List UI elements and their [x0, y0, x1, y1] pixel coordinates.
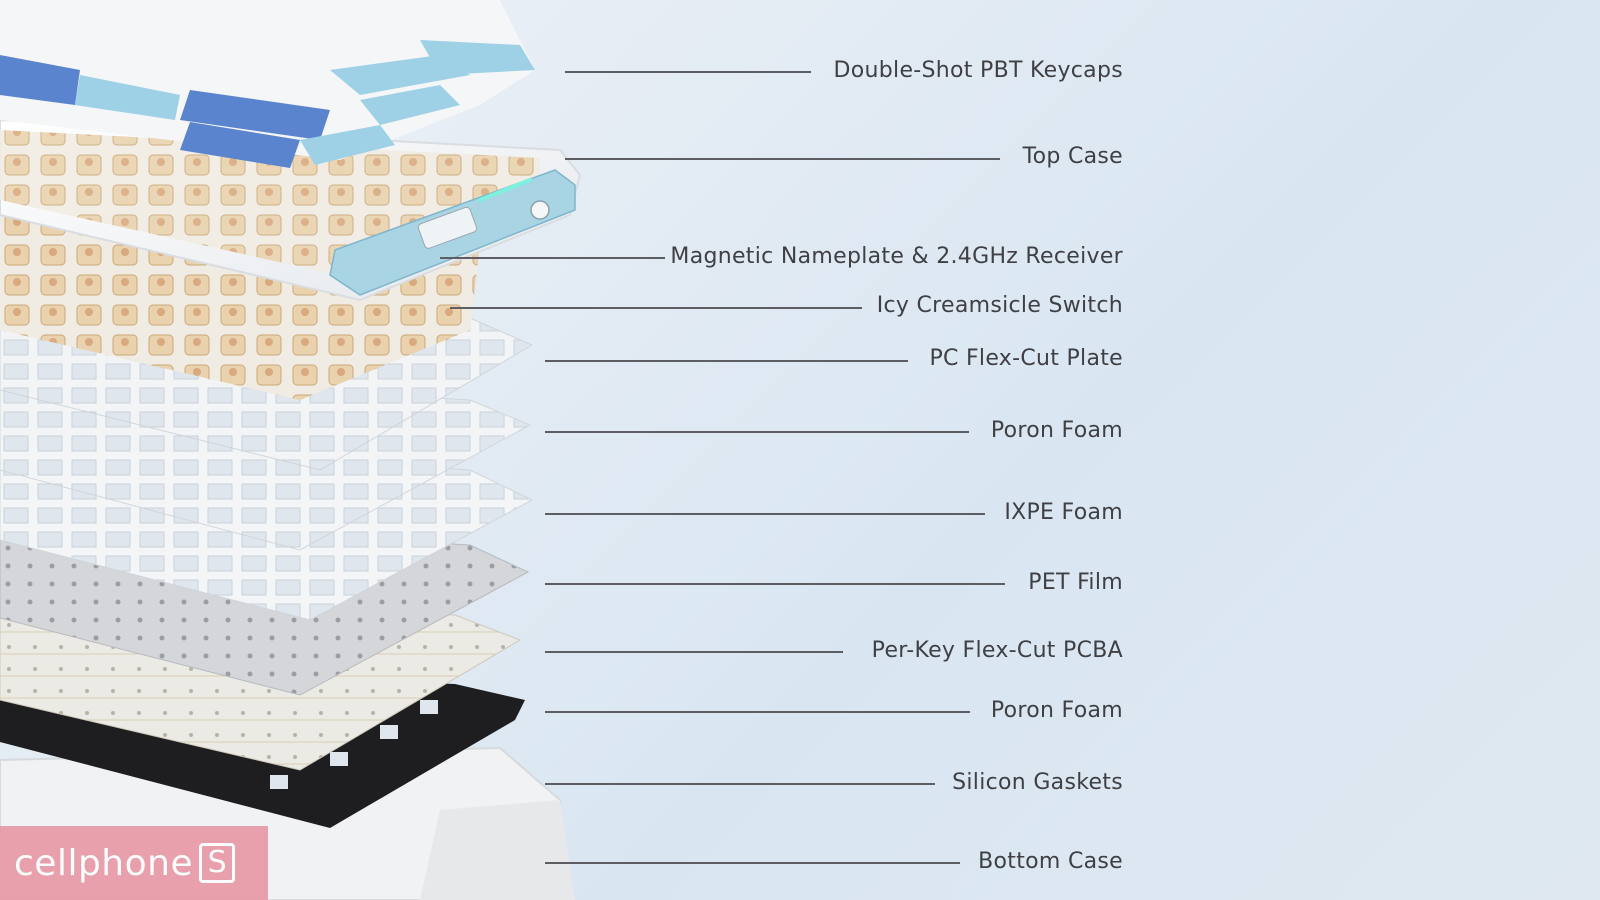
leader-line-plate	[545, 360, 908, 362]
leader-line-keycaps	[565, 71, 811, 73]
leader-line-poron-1	[545, 431, 969, 433]
label-top-case: Top Case	[1022, 144, 1123, 169]
watermark-logo-icon: S	[199, 843, 236, 883]
label-bottom-case: Bottom Case	[978, 849, 1123, 874]
leader-line-bottom-case	[545, 862, 960, 864]
label-poron-foam-2: Poron Foam	[990, 698, 1123, 723]
label-switch: Icy Creamsicle Switch	[876, 293, 1123, 318]
label-pet-film: PET Film	[1028, 570, 1123, 595]
leader-line-pcba	[545, 651, 843, 653]
leader-line-switch	[450, 307, 862, 309]
leader-line-top-case	[565, 158, 1000, 160]
watermark-text: cellphone	[14, 842, 194, 884]
top-case-layer	[0, 118, 582, 302]
keycaps-layer	[0, 0, 535, 168]
label-nameplate-receiver: Magnetic Nameplate & 2.4GHz Receiver	[670, 244, 1123, 269]
leader-line-pet	[545, 583, 1005, 585]
label-poron-foam-1: Poron Foam	[990, 418, 1123, 443]
label-pcba: Per-Key Flex-Cut PCBA	[871, 638, 1123, 663]
label-keycaps: Double-Shot PBT Keycaps	[833, 58, 1123, 83]
cellphones-watermark: cellphone S	[0, 826, 268, 900]
leader-line-gaskets	[545, 783, 935, 785]
label-silicon-gaskets: Silicon Gaskets	[952, 770, 1123, 795]
leader-line-poron-2	[545, 711, 970, 713]
label-ixpe-foam: IXPE Foam	[1004, 500, 1123, 525]
leader-line-nameplate	[440, 257, 665, 259]
leader-line-ixpe	[545, 513, 985, 515]
label-plate: PC Flex-Cut Plate	[929, 346, 1123, 371]
